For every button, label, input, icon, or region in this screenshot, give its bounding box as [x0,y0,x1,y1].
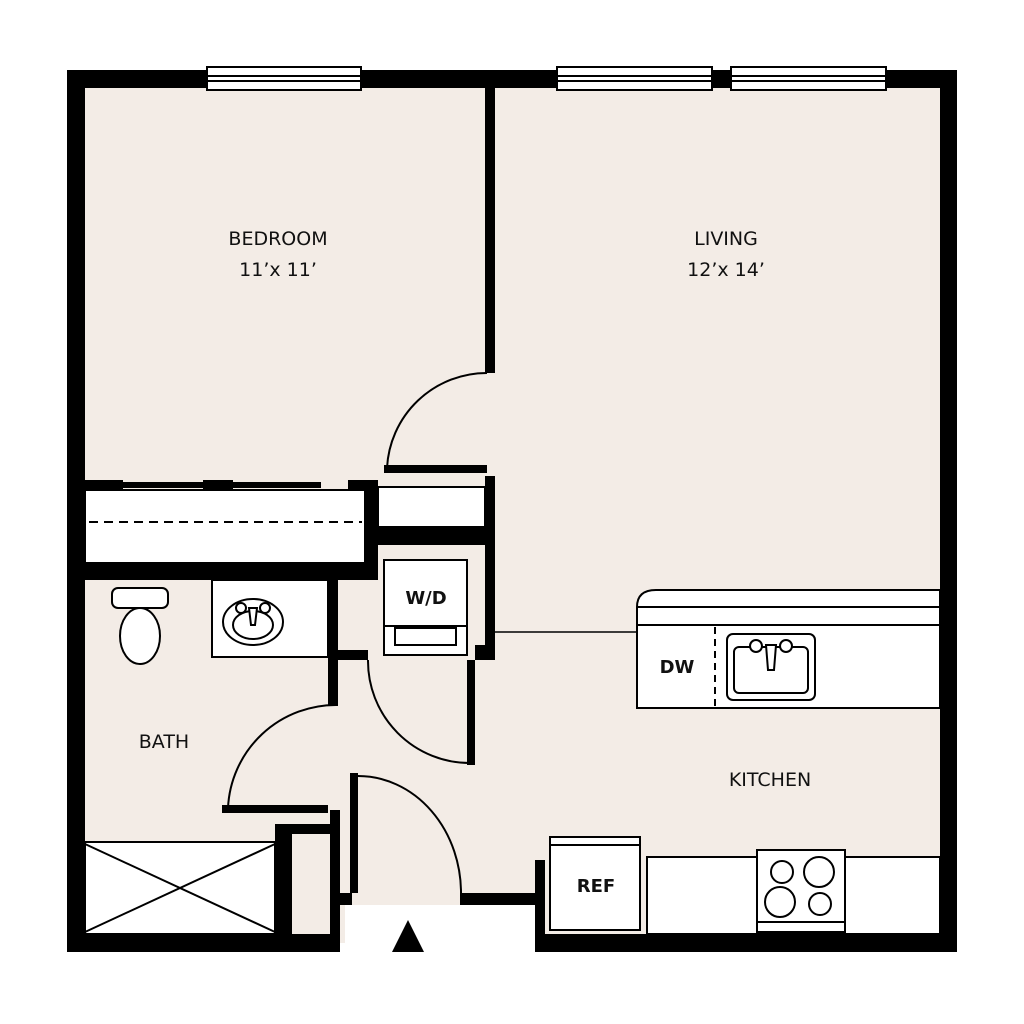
sliding-door[interactable] [203,480,233,490]
kitchen-label: KITCHEN [729,769,811,791]
kitchen-counter-lower [646,849,941,935]
dishwasher-label: DW [660,657,695,678]
living-label: LIVING [694,228,758,250]
toilet [111,587,169,665]
burner [803,856,835,888]
shower [84,841,276,935]
bath-label: BATH [139,731,189,753]
laundry-door-swing[interactable] [366,659,471,764]
bath-door-swing[interactable] [227,703,339,809]
living-size: 12’x 14’ [687,259,765,281]
window [206,66,362,91]
burner [764,886,796,918]
bedroom-size: 11’x 11’ [239,259,317,281]
bedroom-door-swing[interactable] [386,371,488,469]
kitchen-counter-upper [636,589,941,709]
refrigerator-label: REF [577,876,615,897]
window [556,66,713,91]
interior-walls [67,88,545,952]
sliding-door[interactable] [233,482,321,488]
outer-walls [67,70,957,952]
sliding-door[interactable] [123,482,233,488]
washer-dryer-label: W/D [405,588,446,609]
doors [227,371,488,896]
entry-arrow-icon [392,920,424,952]
window [730,66,887,91]
refrigerator [549,836,641,931]
windows [206,66,887,91]
bedroom-label: BEDROOM [228,228,327,250]
burner [808,892,832,916]
washer-dryer [383,559,468,656]
entry-door-swing[interactable] [357,775,463,896]
sliding-door[interactable] [85,480,123,490]
burner [770,860,794,884]
bedroom-closet [84,480,486,564]
bath-sink [211,579,329,658]
